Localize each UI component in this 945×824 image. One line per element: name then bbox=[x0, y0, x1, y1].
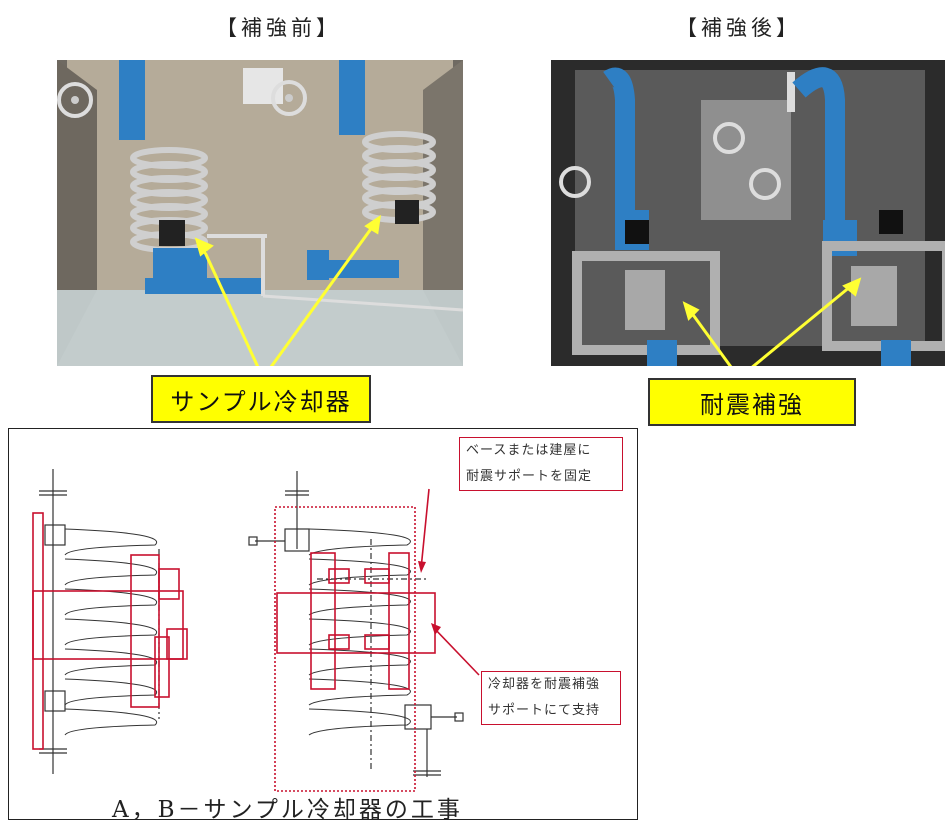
callout-base-fixing: ベースまたは建屋に 耐震サポートを固定 bbox=[459, 437, 623, 491]
callout-base-fixing-line-2: 耐震サポートを固定 bbox=[466, 469, 593, 484]
callout-cooler-support-line-2: サポートにて支持 bbox=[488, 703, 601, 718]
left-elevation bbox=[39, 469, 160, 774]
after-label: 耐震補強 bbox=[648, 378, 856, 426]
before-photo bbox=[57, 60, 463, 366]
callout-cooler-support-line-1: 冷却器を耐震補強 bbox=[488, 677, 601, 692]
right-plan-view bbox=[248, 471, 464, 777]
before-label: サンプル冷却器 bbox=[151, 375, 371, 423]
before-heading: 【補強前】 bbox=[216, 16, 341, 40]
after-heading: 【補強後】 bbox=[676, 16, 801, 40]
callout-base-fixing-line-1: ベースまたは建屋に bbox=[466, 443, 592, 458]
callout-cooler-support: 冷却器を耐震補強 サポートにて支持 bbox=[481, 671, 621, 725]
engineering-drawing bbox=[8, 428, 638, 820]
drawing-caption: A，B－サンプル冷却器の工事 bbox=[112, 797, 463, 823]
after-photo bbox=[551, 60, 945, 366]
